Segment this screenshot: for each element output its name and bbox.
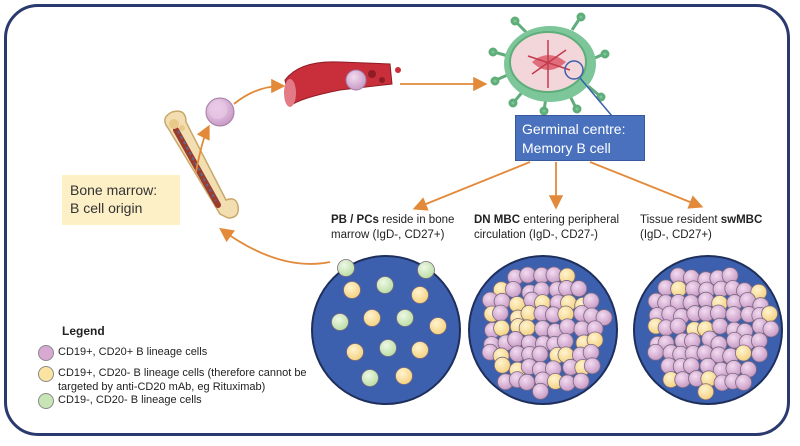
sw-caption-line2: (IgD-, CD27+) xyxy=(640,229,712,241)
bone-marrow-title: Bone marrow: xyxy=(70,182,158,198)
pb-cells xyxy=(331,259,447,387)
green-cell xyxy=(379,339,397,357)
sw-caption-pre: Tissue resident xyxy=(640,214,721,226)
yellow-cell xyxy=(346,343,364,361)
green-cell xyxy=(396,309,414,327)
green-cell-icon xyxy=(38,393,54,409)
yellow-cell xyxy=(429,317,447,335)
b-cell-icon xyxy=(205,97,235,127)
pb-caption-line2: marrow (IgD-, CD27+) xyxy=(331,229,445,241)
legend-item-label-cont: targeted by anti-CD20 mAb, eg Rituximab) xyxy=(58,381,266,393)
germinal-centre-subtitle: Memory B cell xyxy=(522,140,611,156)
dn-caption-bold: DN MBC xyxy=(474,214,520,226)
yellow-cell xyxy=(697,383,715,401)
pink-cell xyxy=(572,372,590,390)
sw-caption-bold: swMBC xyxy=(720,214,763,226)
pink-cell xyxy=(570,280,588,298)
yellow-cell xyxy=(493,356,511,374)
bone-marrow-subtitle: B cell origin xyxy=(70,200,143,216)
yellow-cell xyxy=(395,367,413,385)
pb-caption-bold: PB / PCs xyxy=(331,214,379,226)
green-cell xyxy=(331,313,349,331)
green-cell xyxy=(361,369,379,387)
pink-cell-icon xyxy=(38,345,54,361)
yellow-cell-icon xyxy=(38,366,54,382)
arrow-bone-to-cell xyxy=(195,124,210,173)
bone-marrow-box: Bone marrow: B cell origin xyxy=(62,175,180,225)
legend-item-label: CD19-, CD20- B lineage cells xyxy=(58,394,202,406)
dn-caption: DN MBC entering peripheral circulation (… xyxy=(474,213,619,243)
legend-item-label: CD19+, CD20- B lineage cells (therefore … xyxy=(58,367,307,379)
pink-cell xyxy=(583,357,601,375)
legend-title: Legend xyxy=(62,324,105,338)
pink-cell xyxy=(595,309,613,326)
germinal-centre-title: Germinal centre: xyxy=(522,121,626,137)
sw-cells xyxy=(647,267,780,401)
legend-item-label: CD19+, CD20+ B lineage cells xyxy=(58,346,208,358)
green-cell xyxy=(417,261,435,279)
arrow-gc-to-pb xyxy=(412,161,531,211)
outer-frame xyxy=(4,4,790,436)
lymph-node-icon xyxy=(488,12,613,117)
arrow-cell-to-vessel xyxy=(233,78,286,105)
pink-cell xyxy=(735,373,752,391)
yellow-cell xyxy=(363,309,381,327)
dn-cells xyxy=(481,266,613,400)
pink-cell xyxy=(762,320,780,338)
pb-caption-rest: reside in bone xyxy=(378,214,455,226)
sw-caption: Tissue resident swMBC (IgD-, CD27+) xyxy=(640,213,762,243)
pb-caption: PB / PCs reside in bone marrow (IgD-, CD… xyxy=(331,213,454,243)
arrow-pb-to-bone xyxy=(219,227,331,265)
dn-caption-rest: entering peripheral xyxy=(520,214,620,226)
blood-vessel-icon xyxy=(284,61,401,107)
pink-cell xyxy=(751,345,768,363)
yellow-cell xyxy=(411,341,429,359)
green-cell xyxy=(376,276,394,294)
arrow-gc-to-sw xyxy=(589,161,704,209)
green-cell xyxy=(337,259,355,277)
dn-caption-line2: circulation (IgD-, CD27-) xyxy=(474,229,598,241)
yellow-cell xyxy=(343,281,361,299)
germinal-centre-box: Germinal centre: Memory B cell xyxy=(515,115,645,161)
arrows xyxy=(195,76,704,265)
pink-cell xyxy=(532,382,549,400)
yellow-cell xyxy=(411,286,429,304)
